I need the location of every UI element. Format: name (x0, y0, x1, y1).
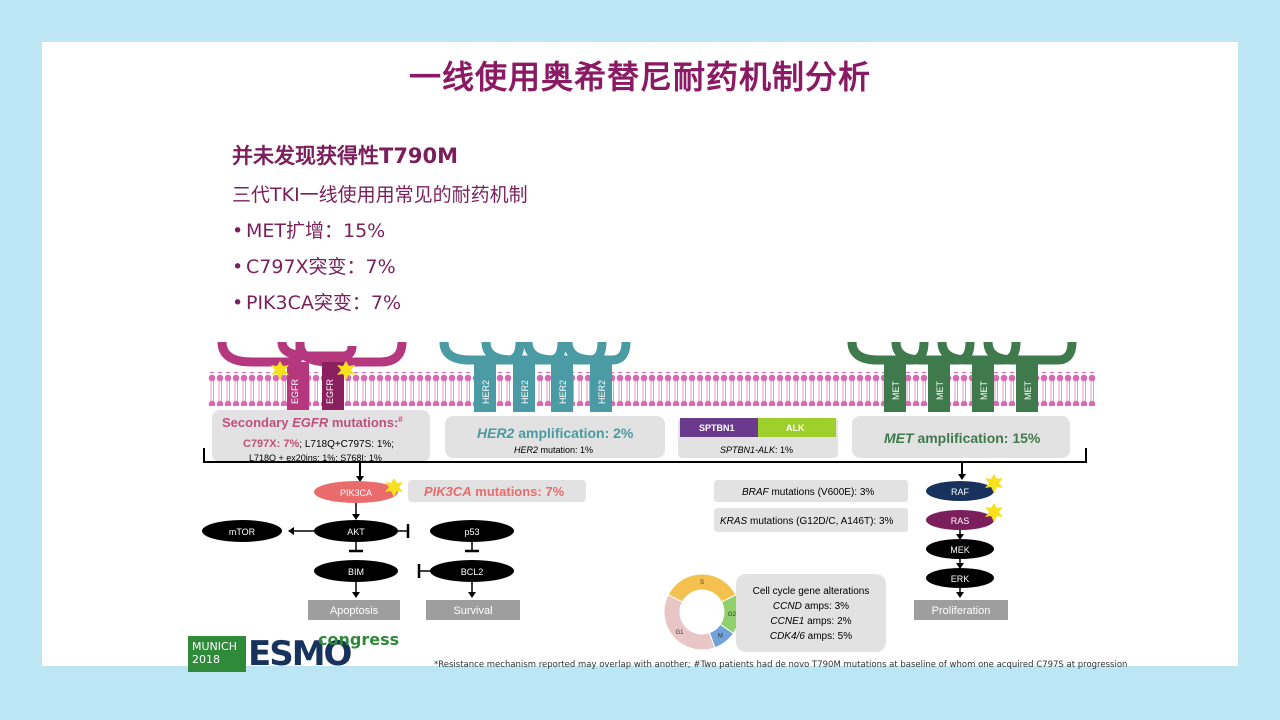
her2-box-sub: HER2 mutation: 1% (514, 445, 593, 455)
intro-line: 三代TKI一线使用用常见的耐药机制 (232, 184, 528, 206)
pik3ca-node-label: PIK3CA (340, 488, 372, 498)
her2-box-title: HER2 amplification: 2% (477, 425, 634, 441)
pik3ca-mutation-box (408, 480, 586, 502)
egfr-box-title: Secondary EGFR mutations:# (222, 415, 403, 430)
erk-node-label: ERK (951, 574, 970, 584)
kras-text: KRAS mutations (G12D/C, A146T): 3% (720, 516, 894, 527)
met-label-1: MET (891, 381, 901, 401)
footnote: *Resistance mechanism reported may overl… (434, 660, 1128, 670)
her2-label-1: HER2 (481, 380, 491, 404)
pik3ca-mutation-text: PIK3CA mutations: 7% (424, 484, 565, 499)
ras-node-label: RAS (951, 516, 970, 526)
fusion-label: SPTBN1-ALK: 1% (720, 445, 793, 455)
her2-label-3: HER2 (558, 380, 568, 404)
bcl2-node-label: BCL2 (461, 567, 484, 577)
survival-box (426, 600, 520, 620)
egfr-box-line1: C797X: 7%; L718Q+C797S: 1%; (243, 438, 394, 450)
met-label-3: MET (979, 381, 989, 401)
pathway-bracket (203, 448, 1087, 478)
egfr-receptors: EGFR EGFR (217, 341, 407, 412)
met-label-4: MET (1023, 381, 1033, 401)
met-receptors (847, 341, 1077, 365)
logo-brand: ESMO (248, 634, 352, 674)
erk-node (926, 568, 994, 588)
apoptosis-label: Apoptosis (330, 605, 379, 617)
alk-fusion-box: SPTBN1 ALK SPTBN1-ALK: 1% (678, 418, 838, 458)
donut-segment-s (667, 573, 737, 603)
braf-box (714, 480, 908, 502)
egfr-mutation-star-2 (337, 361, 355, 380)
proliferation-box (914, 600, 1008, 620)
met-box-title: MET amplification: 15% (884, 430, 1041, 446)
mtor-node (202, 520, 282, 542)
sptbn1-label: SPTBN1 (699, 423, 735, 433)
donut-label-g2: G2 (728, 612, 737, 618)
bullet-pik3ca: •PIK3CA突变：7% (232, 292, 402, 314)
egfr-label-1: EGFR (290, 378, 300, 404)
ccnd-text: CCND amps: 3% (773, 601, 849, 612)
donut-segment-g1 (663, 594, 716, 651)
ccne1-text: CCNE1 amps: 2% (770, 616, 851, 627)
bullet-met-text: MET扩增：15% (246, 220, 386, 242)
akt-node-label: AKT (347, 527, 365, 537)
cell-cycle-box (736, 574, 886, 652)
cell-cycle-donut: S G2M G1 (663, 573, 741, 651)
alk-label: ALK (786, 423, 805, 433)
raf-node (926, 481, 994, 501)
p53-node-label: p53 (464, 527, 479, 537)
ras-node (926, 510, 994, 530)
donut-label-m: M (718, 634, 723, 640)
mtor-node-label: mTOR (229, 527, 256, 537)
survival-label: Survival (453, 605, 492, 617)
met-label-2: MET (935, 381, 945, 401)
egfr-mutation-box: Secondary EGFR mutations:# C797X: 7%; L7… (212, 410, 430, 463)
pik3ca-star (385, 478, 403, 497)
bim-node-label: BIM (348, 567, 364, 577)
bullet-c797x: •C797X突变：7% (232, 256, 396, 278)
her2-receptors (439, 341, 631, 365)
egfr-box-line2: L718Q + ex20ins: 1%; S768I: 1% (249, 453, 382, 463)
bullet-pik3ca-text: PIK3CA突变：7% (246, 292, 402, 314)
mek-node-label: MEK (950, 545, 970, 555)
proliferation-label: Proliferation (932, 605, 991, 617)
donut-label-g1: G1 (675, 630, 684, 636)
kras-box (714, 508, 908, 532)
subtitle: 并未发现获得性T790M (232, 144, 459, 168)
pik3ca-node (314, 481, 398, 503)
akt-node (314, 520, 398, 542)
bullet-met: •MET扩增：15% (232, 220, 386, 242)
slide-background (42, 42, 1238, 666)
egfr-label-2: EGFR (325, 378, 335, 404)
egfr-mutation-star-1 (271, 361, 289, 380)
p53-node (430, 520, 514, 542)
raf-star (985, 474, 1003, 493)
cell-cycle-title: Cell cycle gene alterations (753, 586, 870, 597)
cdk46-text: CDK4/6 amps: 5% (770, 631, 852, 642)
braf-text: BRAF mutations (V600E): 3% (742, 487, 874, 498)
apoptosis-box (308, 600, 400, 620)
her2-label-4: HER2 (597, 380, 607, 404)
ras-star (985, 503, 1003, 522)
her2-label-2: HER2 (520, 380, 530, 404)
met-amplification-box: MET amplification: 15% (852, 416, 1070, 458)
bim-node (314, 560, 398, 582)
bullet-c797x-text: C797X突变：7% (246, 256, 396, 278)
mek-node (926, 539, 994, 559)
slide-title: 一线使用奥希替尼耐药机制分析 (408, 58, 871, 96)
logo-congress: congress (318, 630, 400, 649)
raf-node-label: RAF (951, 487, 970, 497)
bcl2-node (430, 560, 514, 582)
donut-label-s: S (700, 580, 704, 586)
her2-amplification-box: HER2 amplification: 2% HER2 mutation: 1% (445, 416, 665, 458)
